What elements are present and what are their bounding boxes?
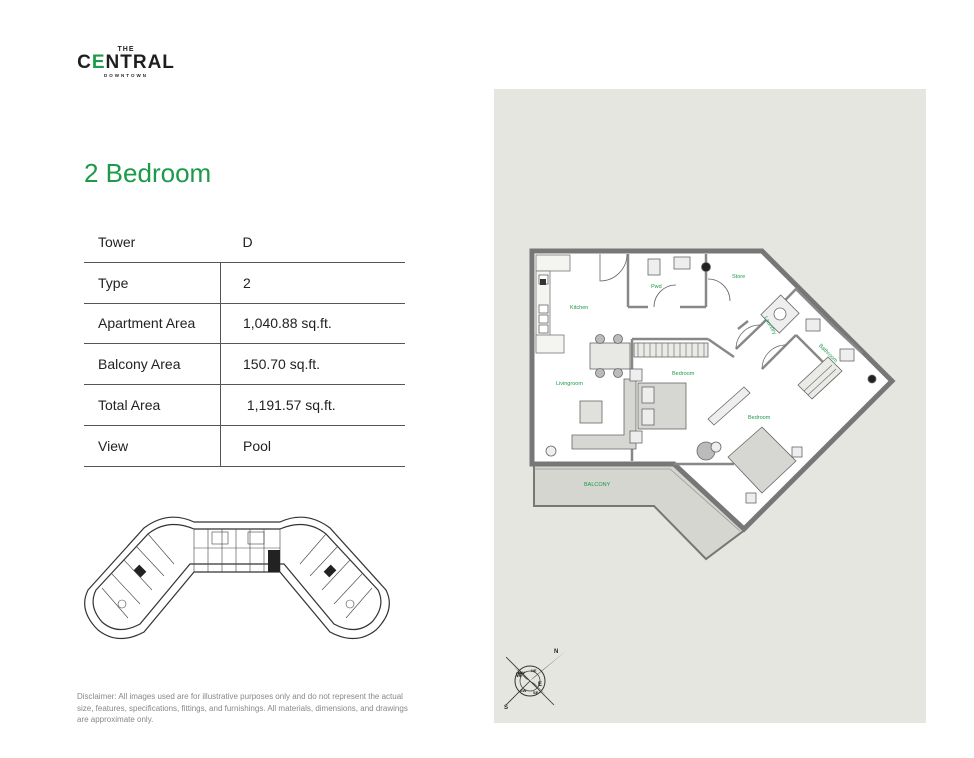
- room-label-pwd: Pwd: [651, 284, 662, 290]
- key-plan: [84, 508, 392, 644]
- spec-label: View: [84, 424, 221, 467]
- spec-row-apartment-area: Apartment Area 1,040.88 sq.ft.: [84, 302, 405, 344]
- disclaimer-text: Disclaimer: All images used are for illu…: [77, 692, 408, 724]
- spec-value: 150.70 sq.ft.: [220, 343, 405, 385]
- room-label-store: Store: [732, 274, 745, 280]
- compass-e: E: [538, 682, 542, 688]
- room-label-kitchen: Kitchen: [570, 305, 588, 311]
- brand-logo: THE CENTRAL DOWNTOWN: [76, 46, 176, 78]
- spec-row-type: Type 2: [84, 261, 405, 304]
- key-plan-drawing: [84, 516, 390, 640]
- room-label-balcony: BALCONY: [584, 482, 611, 488]
- compass-ne: NE: [531, 668, 537, 673]
- spec-label: Total Area: [84, 384, 221, 426]
- unit-title: 2 Bedroom: [84, 158, 212, 188]
- spec-row-view: View Pool: [84, 424, 405, 467]
- room-label-livingroom: Livingroom: [556, 381, 583, 387]
- logo-letter-e: E: [91, 52, 106, 73]
- spec-row-tower: Tower D: [84, 222, 405, 262]
- logo-wordmark: CENTRAL: [76, 53, 176, 73]
- compass-w: W: [516, 673, 522, 679]
- compass-s: S: [504, 705, 508, 711]
- spec-label: Apartment Area: [84, 302, 221, 344]
- compass-se: SE: [533, 690, 539, 695]
- logo-downtown: DOWNTOWN: [104, 73, 148, 78]
- spec-table: Tower D Type 2 Apartment Area 1,040.88 s…: [84, 222, 405, 467]
- spec-value: 2: [220, 261, 405, 304]
- compass-nw: NW: [518, 670, 525, 675]
- compass-sw: SW: [520, 688, 527, 693]
- spec-row-total-area: Total Area 1,191.57 sq.ft.: [84, 384, 405, 426]
- room-label-bedroom-1: Bedroom: [672, 371, 695, 377]
- spec-value: 1,040.88 sq.ft.: [220, 302, 405, 344]
- spec-value: D: [242, 233, 253, 250]
- spec-label: Balcony Area: [84, 343, 221, 385]
- spec-value: Pool: [220, 424, 405, 467]
- floor-plan-panel: Kitchen Pwd Store Laundry Bathroom Bedro…: [494, 89, 926, 723]
- spec-label: Tower: [98, 233, 136, 250]
- spec-value: 1,191.57 sq.ft.: [220, 384, 405, 426]
- floor-plan-drawing: Kitchen Pwd Store Laundry Bathroom Bedro…: [504, 248, 896, 711]
- room-label-bedroom-2: Bedroom: [748, 415, 771, 421]
- logo-letter-c: C: [77, 52, 92, 73]
- logo-the: THE: [117, 46, 135, 53]
- logo-letters-ntral: NTRAL: [105, 52, 175, 73]
- compass-rose: N S E W NE NW SE SW: [504, 649, 566, 711]
- spec-row-balcony-area: Balcony Area 150.70 sq.ft.: [84, 343, 405, 385]
- spec-label: Type: [84, 261, 221, 304]
- compass-n: N: [554, 649, 558, 655]
